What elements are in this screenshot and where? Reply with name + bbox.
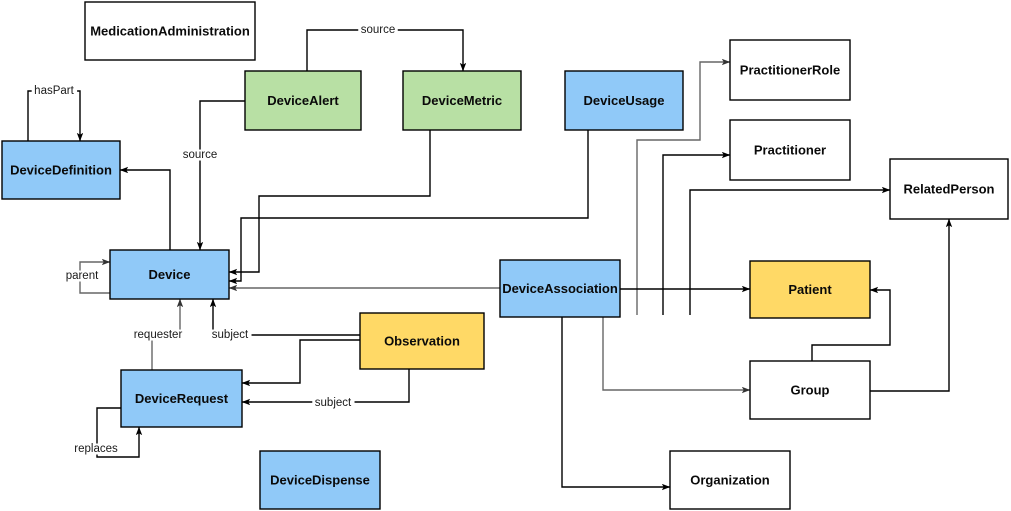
- node-organization[interactable]: Organization: [669, 450, 791, 510]
- node-box: [84, 1, 256, 61]
- node-box: [244, 70, 362, 131]
- edge-label-observation-subject-device: subject: [209, 329, 252, 341]
- edge-deviceassociation-organization: [561, 317, 671, 491]
- node-box: [889, 158, 1009, 220]
- edge-devicemetric-device: [228, 130, 431, 276]
- node-devicerequest[interactable]: DeviceRequest: [120, 369, 243, 428]
- edge-label-text: replaces: [74, 443, 118, 455]
- node-practitionerrole[interactable]: PractitionerRole: [729, 39, 851, 101]
- edge-group-patient: [811, 286, 891, 361]
- node-relatedperson[interactable]: RelatedPerson: [889, 158, 1009, 220]
- edge-label-backdrop: [71, 443, 121, 455]
- edge-label-text: hasPart: [34, 85, 74, 97]
- edge-devicealert-source-device: [196, 100, 245, 251]
- edge-label-devicealert-source-devicemetric: source: [358, 24, 398, 36]
- edge-label-observation-subject-devicerequest: subject: [312, 397, 355, 409]
- node-box: [749, 260, 871, 319]
- node-device[interactable]: Device: [109, 249, 230, 300]
- node-box: [729, 39, 851, 101]
- node-patient[interactable]: Patient: [749, 260, 871, 319]
- node-deviceassociation[interactable]: DeviceAssociation: [499, 259, 621, 318]
- node-box: [359, 312, 485, 370]
- node-devicedefinition[interactable]: DeviceDefinition: [1, 140, 121, 200]
- node-box: [120, 369, 243, 428]
- edge-label-backdrop: [131, 329, 185, 341]
- node-medicationadministration[interactable]: MedicationAdministration: [84, 1, 256, 61]
- edge-label-backdrop: [209, 329, 252, 341]
- node-box: [259, 450, 381, 510]
- edge-label-text: requester: [134, 329, 183, 341]
- edge-label-backdrop: [358, 24, 398, 36]
- edge-observation-devicerequest: [241, 339, 360, 387]
- edge-label-devicedefinition-haspart: hasPart: [31, 85, 78, 97]
- node-box: [564, 70, 684, 131]
- edge-devicedefinition-haspart: [27, 90, 84, 142]
- edge-deviceassociation-group: [602, 317, 751, 394]
- node-group[interactable]: Group: [749, 360, 871, 420]
- edge-label-devicerequest-requester: requester: [131, 329, 185, 341]
- edge-label-text: source: [361, 24, 396, 36]
- edge-devicealert-source-devicemetric: [306, 29, 467, 72]
- node-box: [402, 70, 522, 131]
- edge-observation-subject-devicerequest: [241, 369, 410, 406]
- edge-deviceusage-practitionerrole: [636, 58, 731, 315]
- edges-layer: [27, 29, 953, 491]
- edge-label-backdrop: [180, 149, 220, 161]
- edge-label-device-parent: parent: [63, 270, 102, 282]
- edge-label-text: subject: [212, 329, 249, 341]
- node-box: [669, 450, 791, 510]
- edge-label-backdrop: [31, 85, 78, 97]
- node-deviceusage[interactable]: DeviceUsage: [564, 70, 684, 131]
- edge-device-devicedefinition: [119, 166, 171, 250]
- node-box: [499, 259, 621, 318]
- edge-deviceusage-device: [228, 130, 589, 285]
- edge-label-backdrop: [63, 270, 102, 282]
- edge-group-relatedperson: [870, 218, 953, 392]
- edge-label-text: source: [183, 149, 218, 161]
- node-box: [1, 140, 121, 200]
- node-devicemetric[interactable]: DeviceMetric: [402, 70, 522, 131]
- edge-label-text: subject: [315, 397, 352, 409]
- node-observation[interactable]: Observation: [359, 312, 485, 370]
- node-box: [109, 249, 230, 300]
- edge-deviceassociation-practitioner: [662, 151, 731, 315]
- edge-label-text: parent: [66, 270, 99, 282]
- node-practitioner[interactable]: Practitioner: [729, 119, 851, 181]
- node-box: [729, 119, 851, 181]
- node-devicedispense[interactable]: DeviceDispense: [259, 450, 381, 510]
- edge-labels-layer: hasPart source source parent requester subjec…: [31, 24, 398, 455]
- node-devicealert[interactable]: DeviceAlert: [244, 70, 362, 131]
- edge-label-backdrop: [312, 397, 355, 409]
- edge-label-devicerequest-replaces: replaces: [71, 443, 121, 455]
- edge-devicerequest-replaces: [96, 407, 143, 458]
- node-box: [749, 360, 871, 420]
- edge-deviceassociation-relatedperson: [689, 186, 891, 315]
- edge-label-devicealert-source-device: source: [180, 149, 220, 161]
